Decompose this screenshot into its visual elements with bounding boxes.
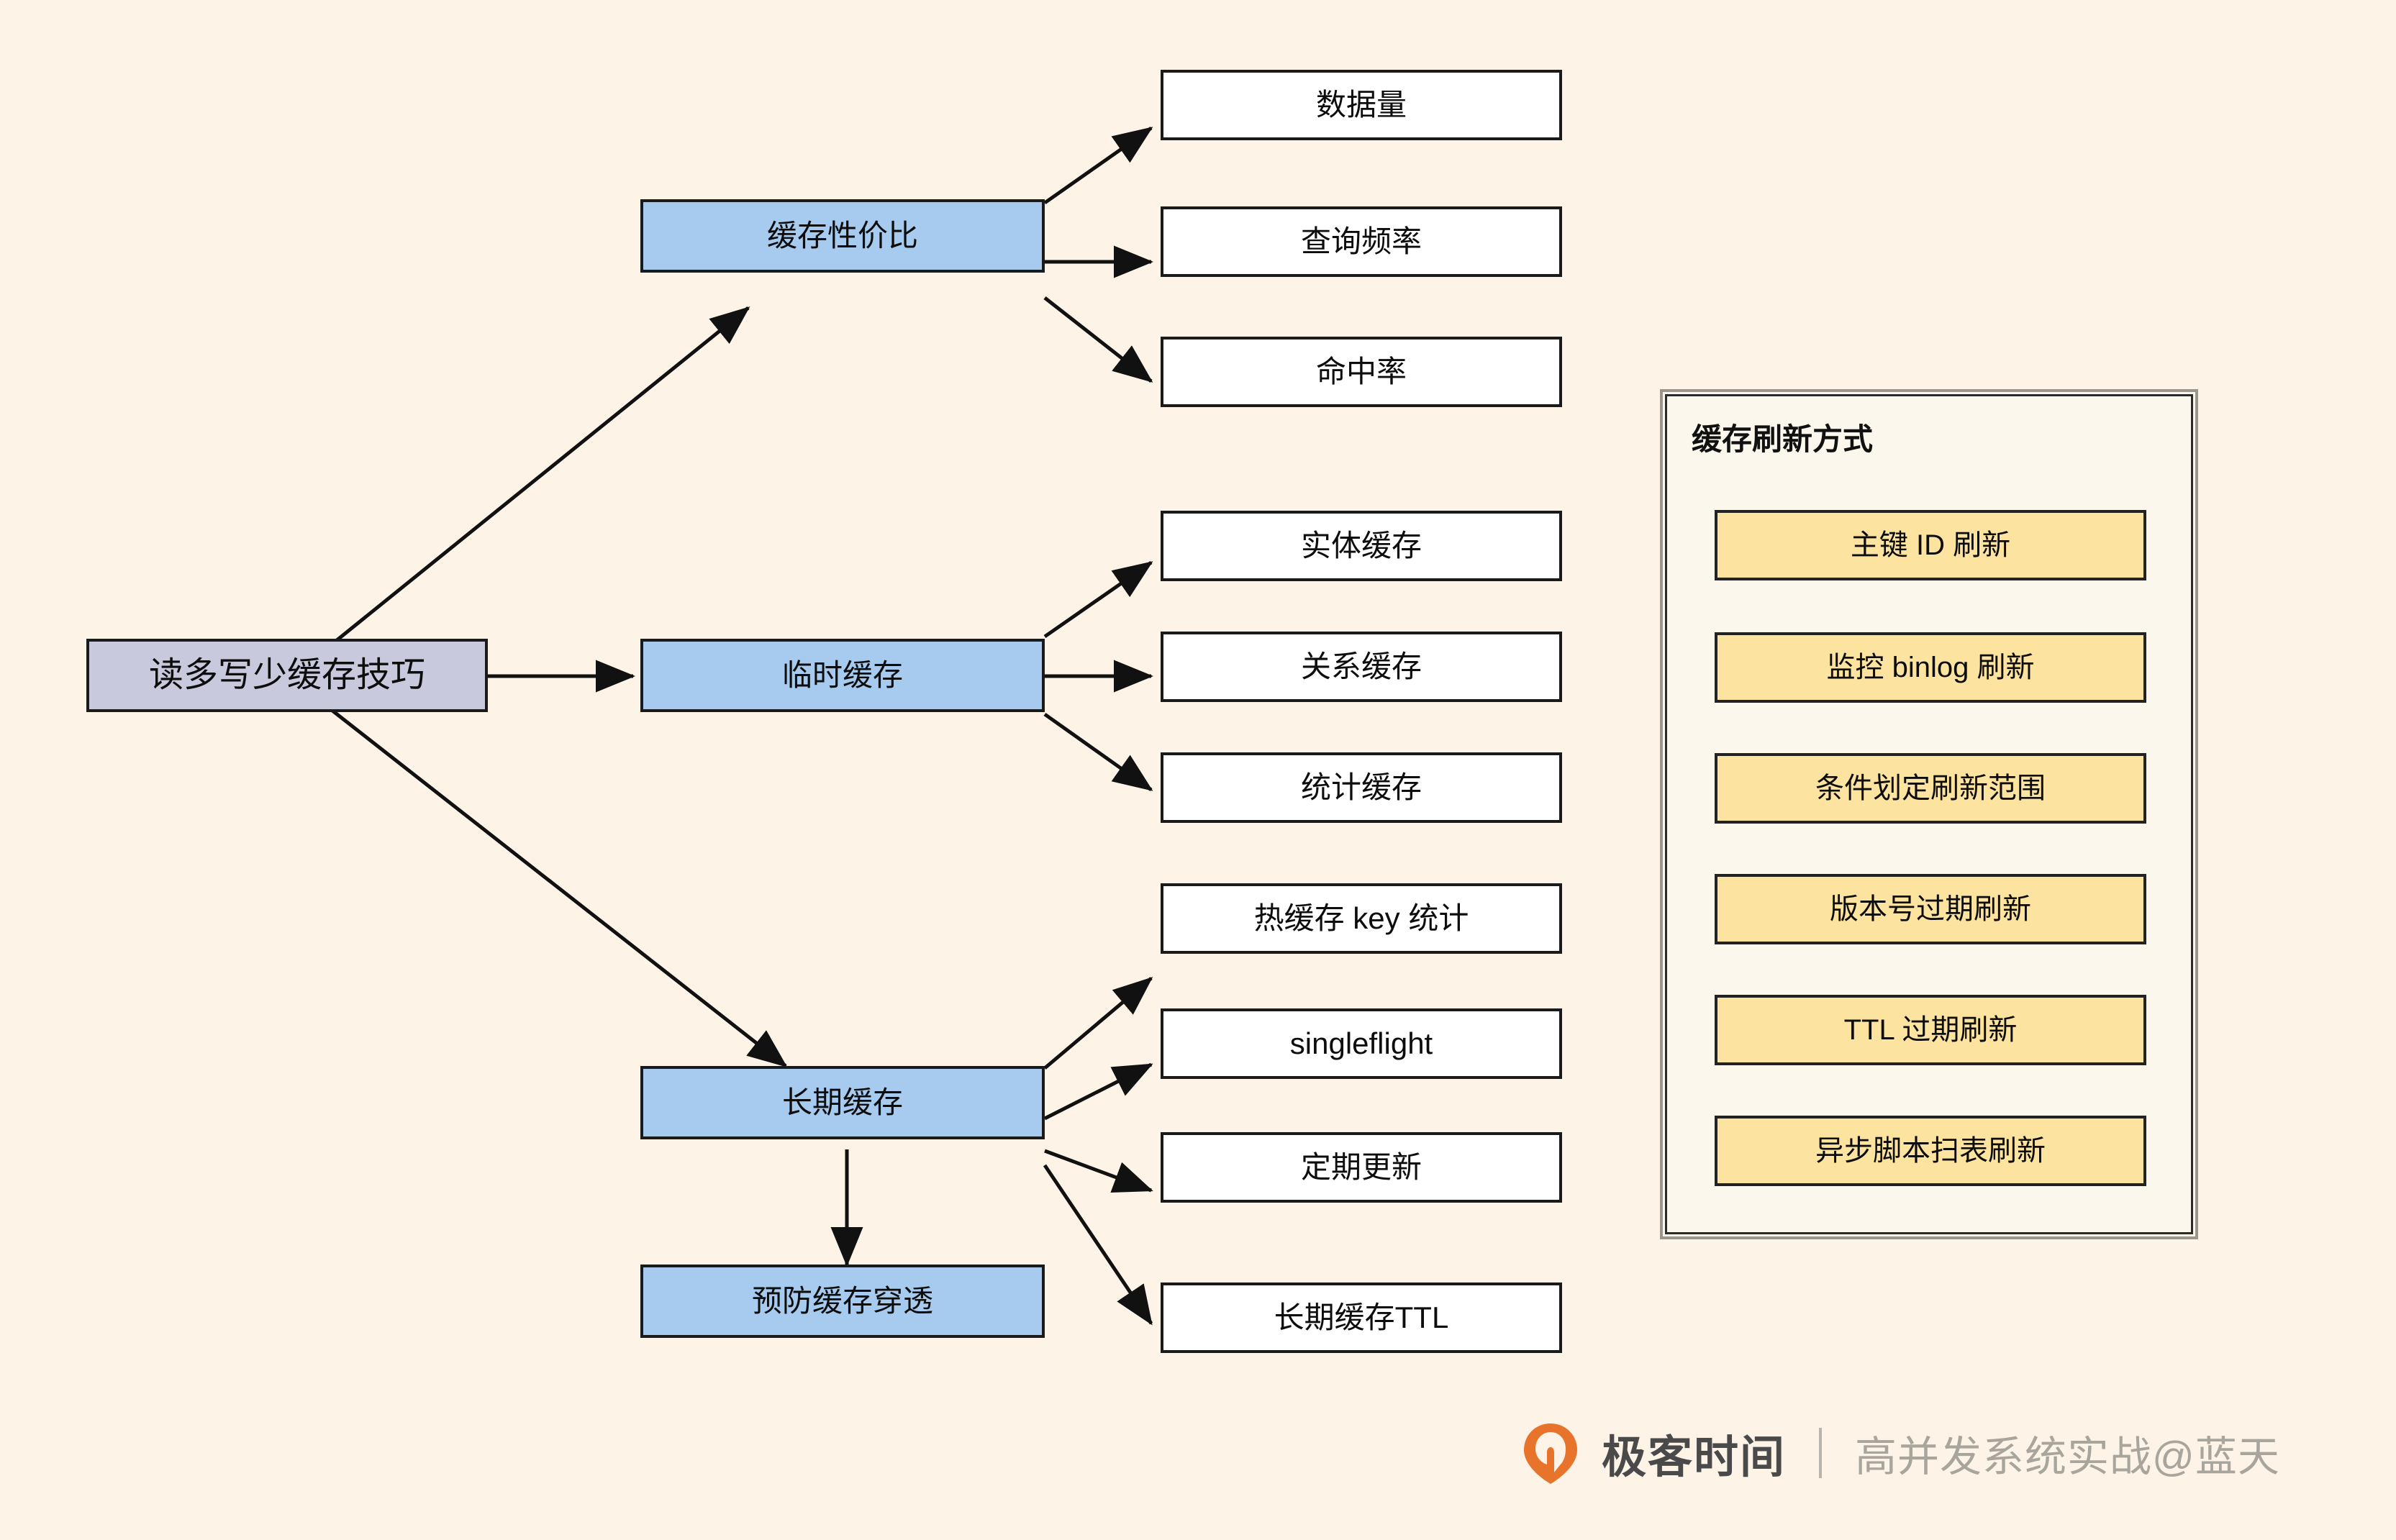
- edge-temp-to-entity: [1043, 560, 1153, 639]
- node-leaf-relation-cache[interactable]: 关系缓存: [1161, 632, 1562, 702]
- panel-item-label: 异步脚本扫表刷新: [1815, 1135, 2046, 1167]
- panel-item-ttl-expiry-refresh[interactable]: TTL 过期刷新: [1715, 995, 2146, 1065]
- edge-temp-to-stat: [1043, 712, 1153, 792]
- panel-item-label: 版本号过期刷新: [1830, 893, 2031, 925]
- edge-long-to-singleflight: [1043, 1062, 1153, 1121]
- node-leaf-label: singleflight: [1289, 1026, 1433, 1060]
- node-leaf-entity-cache[interactable]: 实体缓存: [1161, 511, 1562, 581]
- node-prevent-cache-penetration[interactable]: 预防缓存穿透: [640, 1265, 1045, 1338]
- node-leaf-label: 命中率: [1315, 354, 1407, 388]
- panel-item-binlog-refresh[interactable]: 监控 binlog 刷新: [1715, 632, 2146, 703]
- node-leaf-label: 统计缓存: [1300, 770, 1422, 804]
- node-root[interactable]: 读多写少缓存技巧: [86, 639, 488, 712]
- watermark-brand: 极客时间: [1602, 1433, 1787, 1482]
- node-leaf-label: 关系缓存: [1300, 649, 1422, 683]
- edge-long-to-hotkey: [1043, 977, 1153, 1070]
- node-leaf-label: 定期更新: [1300, 1149, 1422, 1184]
- node-leaf-label: 实体缓存: [1300, 528, 1422, 562]
- panel-item-version-expiry-refresh[interactable]: 版本号过期刷新: [1715, 874, 2146, 944]
- node-branch-label: 缓存性价比: [766, 218, 918, 252]
- panel-item-primary-key-refresh[interactable]: 主键 ID 刷新: [1715, 510, 2146, 580]
- panel-title: 缓存刷新方式: [1692, 422, 1874, 456]
- node-branch-label: 长期缓存: [781, 1085, 903, 1119]
- node-root-label: 读多写少缓存技巧: [148, 656, 425, 694]
- panel-item-label: 条件划定刷新范围: [1815, 773, 2046, 804]
- node-leaf-label: 长期缓存TTL: [1274, 1300, 1449, 1334]
- node-leaf-data-volume[interactable]: 数据量: [1161, 70, 1562, 140]
- edge-long-to-ttl: [1043, 1164, 1153, 1326]
- watermark-separator: [1819, 1428, 1823, 1478]
- edge-root-to-cost: [331, 306, 750, 645]
- node-leaf-label: 数据量: [1315, 87, 1407, 122]
- watermark-tagline: 高并发系统实战@蓝天: [1855, 1434, 2280, 1480]
- panel-item-label: 监控 binlog 刷新: [1826, 652, 2035, 683]
- panel-item-label: 主键 ID 刷新: [1850, 529, 2011, 561]
- node-leaf-label: 查询频率: [1300, 224, 1422, 258]
- node-branch-cost-performance[interactable]: 缓存性价比: [640, 199, 1045, 273]
- panel-item-label: TTL 过期刷新: [1843, 1014, 2018, 1046]
- cache-refresh-panel: 缓存刷新方式 主键 ID 刷新 监控 binlog 刷新 条件划定刷新范围 版本…: [1665, 394, 2193, 1234]
- node-leaf-label: 热缓存 key 统计: [1253, 901, 1469, 935]
- node-leaf-singleflight[interactable]: singleflight: [1161, 1008, 1562, 1079]
- panel-item-conditional-scope-refresh[interactable]: 条件划定刷新范围: [1715, 753, 2146, 824]
- node-branch-label: 临时缓存: [781, 657, 903, 692]
- node-leaf-hit-rate[interactable]: 命中率: [1161, 337, 1562, 407]
- node-leaf-query-frequency[interactable]: 查询频率: [1161, 206, 1562, 277]
- watermark: 极客时间 高并发系统实战@蓝天: [1518, 1421, 2280, 1485]
- edge-root-to-long: [331, 709, 788, 1067]
- node-leaf-hot-key-stats[interactable]: 热缓存 key 统计: [1161, 883, 1562, 954]
- node-leaf-long-term-cache-ttl[interactable]: 长期缓存TTL: [1161, 1282, 1562, 1353]
- panel-item-async-script-scan-refresh[interactable]: 异步脚本扫表刷新: [1715, 1116, 2146, 1186]
- node-branch-long-term-cache[interactable]: 长期缓存: [640, 1066, 1045, 1139]
- node-leaf-statistics-cache[interactable]: 统计缓存: [1161, 752, 1562, 823]
- edge-cost-to-hit: [1043, 296, 1153, 383]
- edge-long-to-periodic: [1044, 1149, 1153, 1193]
- node-extra-label: 预防缓存穿透: [751, 1283, 933, 1318]
- geekbang-logo-icon: [1518, 1421, 1583, 1485]
- node-leaf-periodic-update[interactable]: 定期更新: [1161, 1132, 1562, 1203]
- node-branch-temporary-cache[interactable]: 临时缓存: [640, 639, 1045, 712]
- edge-cost-to-volume: [1043, 126, 1153, 205]
